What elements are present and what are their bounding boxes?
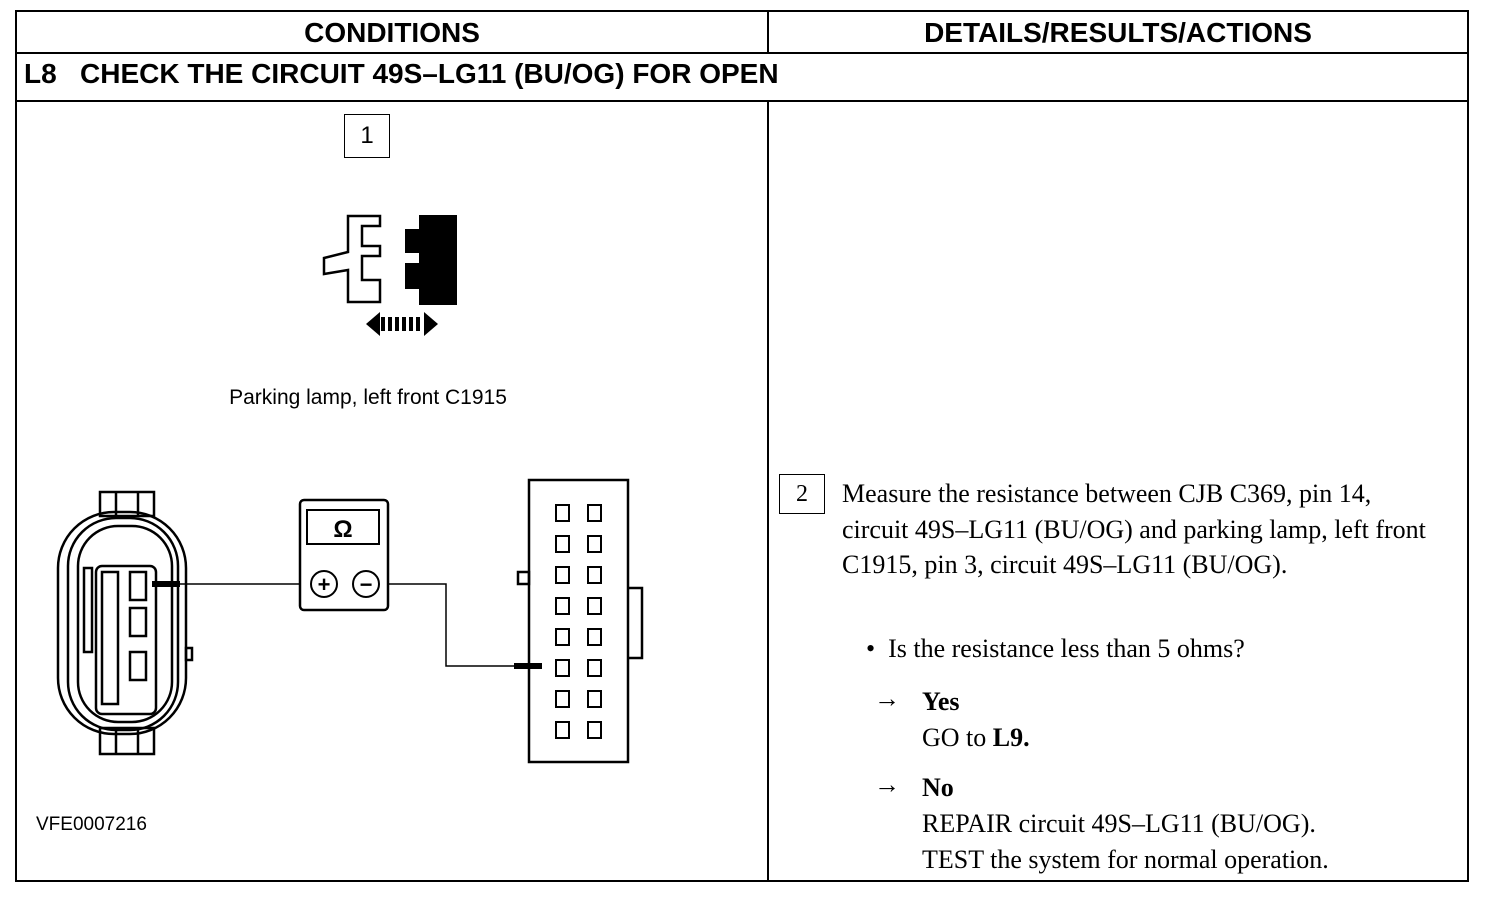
yes-label: Yes <box>922 687 960 716</box>
yes-arrow-icon: → <box>874 684 900 713</box>
bullet-icon: • <box>866 634 876 663</box>
no-action-line1: REPAIR circuit 49S–LG11 (BU/OG). <box>922 809 1316 838</box>
double-arrow-icon <box>366 312 438 336</box>
connector-pin <box>587 628 602 646</box>
step-2-instruction: Measure the resistance between CJB C369,… <box>842 479 1426 579</box>
header-divider <box>15 52 1469 54</box>
connector-pin <box>555 504 570 522</box>
no-label: No <box>922 773 954 802</box>
connector-pin <box>555 597 570 615</box>
connector-pin <box>555 535 570 553</box>
meter-positive-terminal: + <box>318 572 331 597</box>
connector-pin <box>555 690 570 708</box>
goto-link: L9. <box>992 723 1030 752</box>
body-column-divider <box>767 100 769 882</box>
connector-pin <box>587 566 602 584</box>
connector-pin <box>555 566 570 584</box>
conditions-header: CONDITIONS <box>304 17 480 48</box>
procedure-table <box>15 10 1469 882</box>
question-bullet: • Is the resistance less than 5 ohms? <box>866 634 1245 664</box>
connector-pin <box>587 659 602 677</box>
connector-pin <box>587 597 602 615</box>
header-column-divider <box>767 10 769 54</box>
title-divider <box>15 100 1469 102</box>
step-1-number: 1 <box>344 114 390 158</box>
step-2-number: 2 <box>779 474 825 514</box>
connector-pin <box>555 628 570 646</box>
figure-id: VFE0007216 <box>36 814 147 835</box>
meter-negative-terminal: − <box>360 572 373 597</box>
ohmmeter-icon <box>298 498 390 612</box>
no-arrow-icon: → <box>874 770 900 799</box>
connector-disconnect-icon <box>322 214 457 305</box>
ohm-symbol: Ω <box>333 516 352 543</box>
cjb-connector-icon <box>516 478 644 764</box>
connector-pin <box>587 690 602 708</box>
no-action-line2: TEST the system for normal operation. <box>922 845 1329 874</box>
step-title: L8 CHECK THE CIRCUIT 49S–LG11 (BU/OG) FO… <box>24 58 779 89</box>
details-header: DETAILS/RESULTS/ACTIONS <box>924 17 1312 48</box>
connector-pin <box>587 535 602 553</box>
question-text: Is the resistance less than 5 ohms? <box>888 634 1245 663</box>
connector-pin <box>587 504 602 522</box>
connector-pin <box>555 721 570 739</box>
yes-action: GO to L9. <box>922 723 1030 752</box>
step-1-caption: Parking lamp, left front C1915 <box>229 386 507 409</box>
lamp-connector-icon <box>56 490 194 756</box>
connector-pin <box>587 721 602 739</box>
connector-pin <box>555 659 570 677</box>
